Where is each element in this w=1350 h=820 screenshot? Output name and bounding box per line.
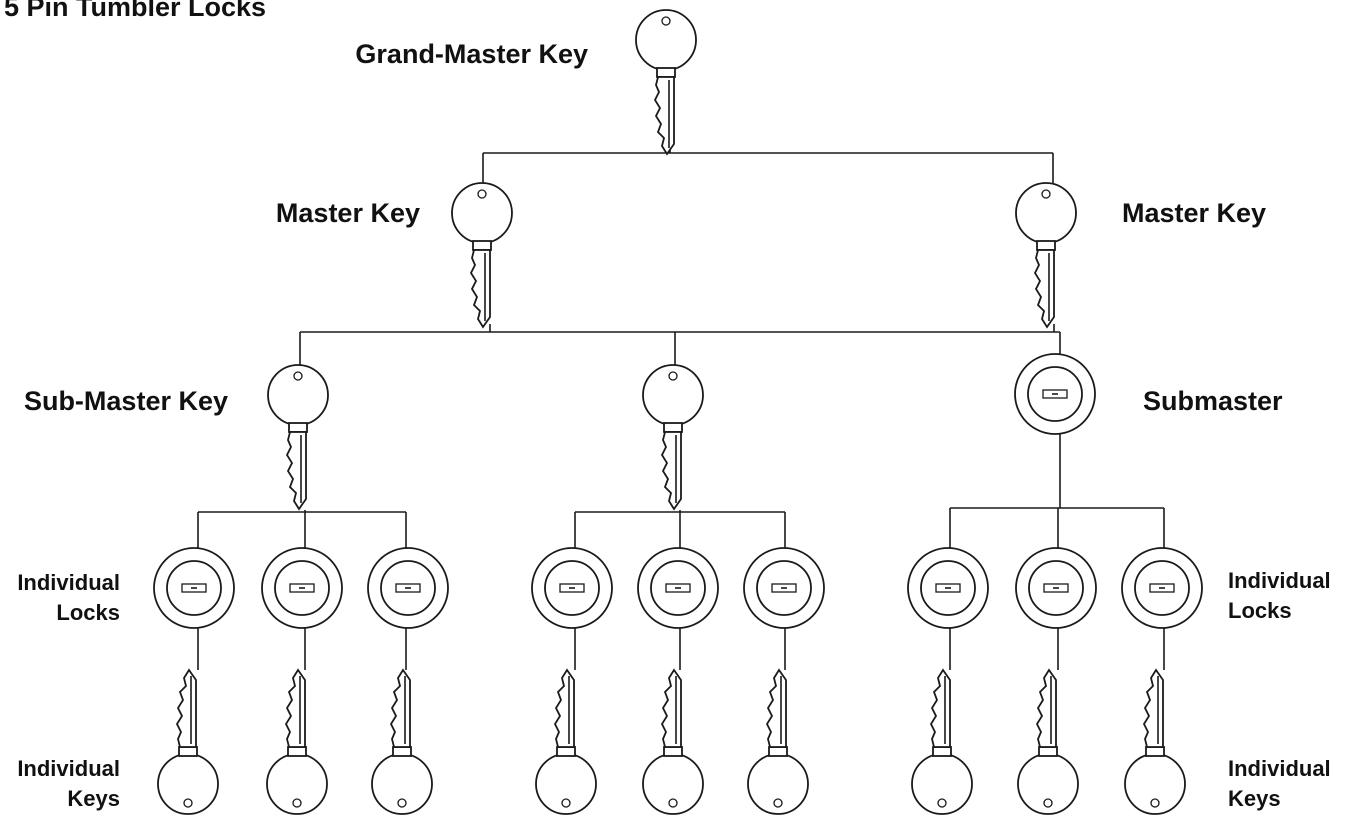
individual-locks-right-label-line1: Individual: [1228, 568, 1331, 593]
individual-lock-icon: [153, 547, 235, 629]
individual-key-icon: [1017, 669, 1079, 815]
grand-master-key-label: Grand-Master Key: [355, 39, 588, 69]
grand-master-key-icon: [635, 9, 697, 155]
individual-locks-left-label-line2: Locks: [56, 600, 120, 625]
diagram-title: 5 Pin Tumbler Locks: [4, 0, 266, 22]
individual-keys-row: [157, 669, 1186, 815]
individual-key-icon: [535, 669, 597, 815]
individual-keys-left-label-line1: Individual: [17, 756, 120, 781]
master-key-left-icon: [451, 182, 513, 328]
individual-key-icon: [371, 669, 433, 815]
master-key-right-label: Master Key: [1122, 198, 1266, 228]
individual-lock-icon: [1015, 547, 1097, 629]
tree-connectors: [197, 150, 1165, 670]
individual-lock-icon: [743, 547, 825, 629]
individual-lock-icon: [1121, 547, 1203, 629]
sub-master-key-middle-icon: [642, 364, 704, 510]
sub-master-key-label: Sub-Master Key: [24, 386, 228, 416]
individual-keys-left-label-line2: Keys: [67, 786, 120, 811]
sub-master-key-left-icon: [267, 364, 329, 510]
submaster-lock-icon: [1014, 353, 1096, 435]
individual-keys-right-label-line2: Keys: [1228, 786, 1281, 811]
individual-key-icon: [266, 669, 328, 815]
individual-key-icon: [1124, 669, 1186, 815]
individual-locks-left-label-line1: Individual: [17, 570, 120, 595]
master-key-right-icon: [1015, 182, 1077, 328]
individual-lock-icon: [367, 547, 449, 629]
individual-lock-icon: [531, 547, 613, 629]
individual-key-icon: [747, 669, 809, 815]
master-key-left-label: Master Key: [276, 198, 420, 228]
submaster-label: Submaster: [1143, 386, 1283, 416]
individual-lock-icon: [261, 547, 343, 629]
individual-locks-right-label-line2: Locks: [1228, 598, 1292, 623]
individual-key-icon: [911, 669, 973, 815]
individual-key-icon: [642, 669, 704, 815]
individual-key-icon: [157, 669, 219, 815]
individual-lock-icon: [637, 547, 719, 629]
individual-keys-right-label-line1: Individual: [1228, 756, 1331, 781]
individual-locks-row: [153, 547, 1203, 629]
individual-lock-icon: [907, 547, 989, 629]
